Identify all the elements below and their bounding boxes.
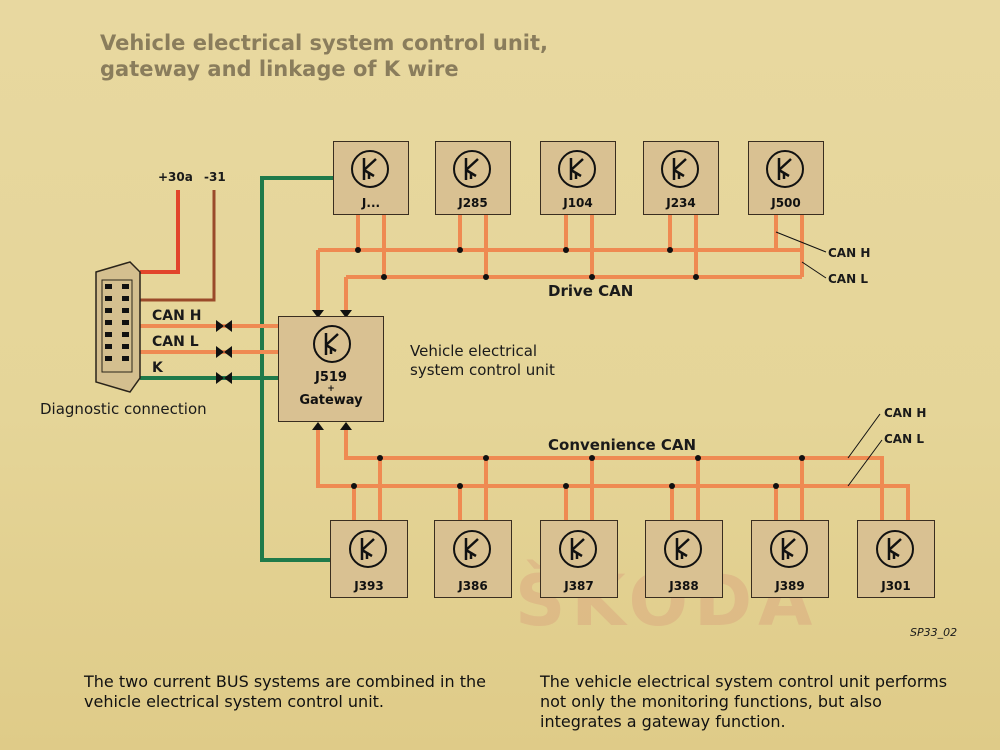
footer-left-text: The two current BUS systems are combined… — [84, 672, 486, 711]
k-icon — [313, 325, 351, 363]
gateway-unit-j519: J519 + Gateway — [278, 316, 384, 422]
ecu-bottom-2: J386 — [434, 520, 512, 598]
page-title: Vehicle electrical system control unit, … — [100, 31, 548, 81]
k-wire — [140, 176, 333, 562]
k-icon — [558, 150, 596, 188]
drive-drops — [356, 215, 804, 277]
conv-can-l-label: CAN L — [884, 432, 924, 446]
ecu-bottom-4: J388 — [645, 520, 723, 598]
k-icon — [770, 530, 808, 568]
ecu-top-5: J500 — [748, 141, 824, 215]
minus-31-label: -31 — [204, 170, 226, 184]
drive-can-h-wire — [316, 248, 802, 310]
vesc-label: Vehicle electrical system control unit — [410, 342, 555, 379]
power-wire-30a — [140, 190, 180, 274]
conv-can-h-label: CAN H — [884, 406, 927, 420]
k-icon — [349, 530, 387, 568]
diag-k-label: K — [152, 360, 163, 376]
k-icon — [453, 150, 491, 188]
drive-can-l-label: CAN L — [828, 272, 868, 286]
ecu-bottom-6: J301 — [857, 520, 935, 598]
ecu-top-1: J... — [333, 141, 409, 215]
ground-wire-31 — [140, 190, 216, 302]
k-icon — [559, 530, 597, 568]
plus-30a-label: +30a — [158, 170, 193, 184]
k-icon — [876, 530, 914, 568]
k-icon — [766, 150, 804, 188]
conv-can-h-wire — [316, 430, 910, 520]
ecu-bottom-3: J387 — [540, 520, 618, 598]
diagnostic-connector — [95, 261, 141, 393]
k-icon — [351, 150, 389, 188]
k-icon — [661, 150, 699, 188]
conv-can-l-wire — [344, 430, 884, 520]
diagnostic-connection-label: Diagnostic connection — [40, 400, 207, 418]
ecu-top-3: J104 — [540, 141, 616, 215]
drive-can-h-label: CAN H — [828, 246, 871, 260]
diag-can-h-label: CAN H — [152, 308, 202, 324]
figure-ref: SP33_02 — [910, 626, 958, 639]
k-icon — [453, 530, 491, 568]
convenience-can-label: Convenience CAN — [548, 436, 697, 454]
drive-can-l-wire — [344, 275, 802, 310]
footer-right-text: The vehicle electrical system control un… — [540, 672, 948, 731]
k-icon — [664, 530, 702, 568]
ecu-top-2: J285 — [435, 141, 511, 215]
drive-can-label: Drive CAN — [548, 282, 634, 300]
ecu-bottom-1: J393 — [330, 520, 408, 598]
ecu-top-4: J234 — [643, 141, 719, 215]
conv-drops — [352, 458, 804, 520]
diag-can-l-label: CAN L — [152, 334, 199, 350]
ecu-bottom-5: J389 — [751, 520, 829, 598]
